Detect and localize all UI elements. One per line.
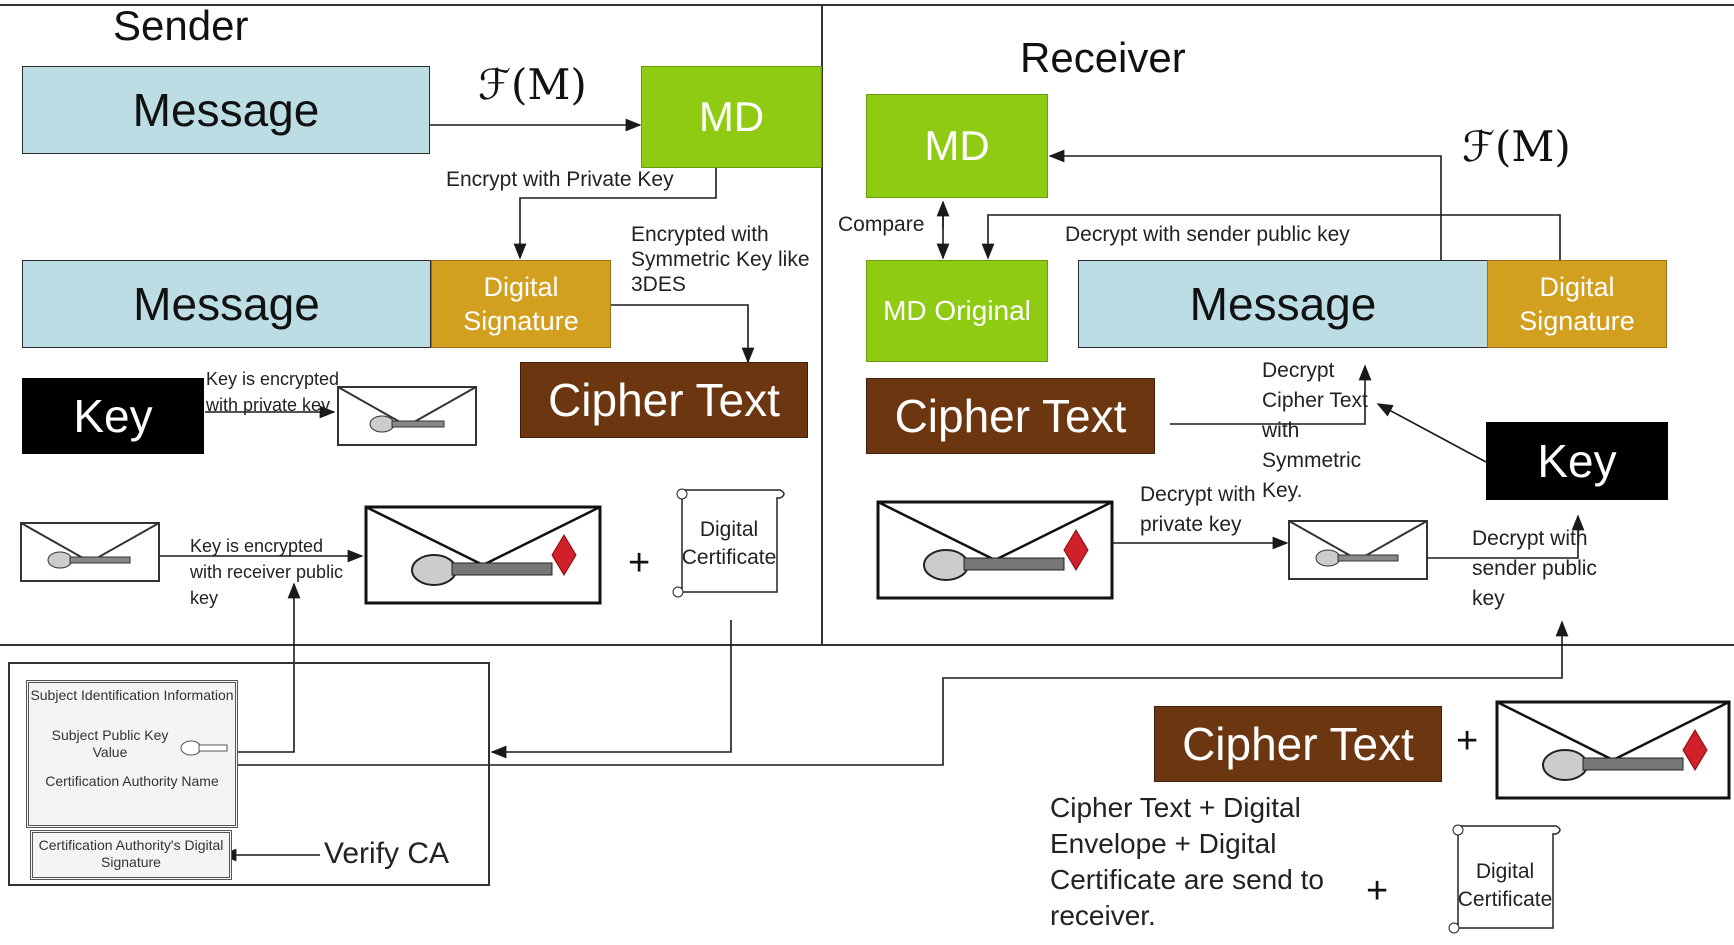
verify-ca-label: Verify CA bbox=[324, 837, 450, 870]
decrypt-private-label: Decrypt with private key bbox=[1140, 483, 1256, 536]
hash-function-icon: ℱ bbox=[1462, 122, 1496, 171]
compare-label: Compare bbox=[838, 213, 925, 236]
receiver-title: Receiver bbox=[1020, 34, 1186, 81]
sender-title: Sender bbox=[113, 2, 249, 49]
decrypt-cipher-label: Decrypt Cipher Text with Symmetric Key. bbox=[1262, 359, 1368, 502]
certificate-panel: Subject Identification Information Subje… bbox=[8, 662, 490, 886]
arrow-signature-to-cipher bbox=[610, 304, 755, 364]
certificate-fields: Subject Identification Information Subje… bbox=[26, 680, 238, 828]
arrow-decrypt-to-md-original bbox=[981, 214, 1561, 262]
bottom-certificate: Digital Certificate bbox=[1446, 818, 1566, 938]
md-original-box: MD Original bbox=[866, 260, 1048, 362]
encrypt-private-label: Encrypt with Private Key bbox=[446, 168, 674, 191]
receiver-hash-label: ℱ(M) bbox=[1462, 122, 1571, 171]
sender-digital-envelope-icon bbox=[364, 505, 602, 605]
ca-name-field: Certification Authority Name bbox=[45, 773, 219, 789]
receiver-message-box: Message bbox=[1078, 260, 1488, 348]
decrypt-sender-public-label-2: Decrypt with sender public key bbox=[1472, 527, 1597, 610]
receiver-signature-box: Digital Signature bbox=[1487, 260, 1667, 348]
sender-envelope-small-icon bbox=[337, 386, 477, 446]
receiver-key-box: Key bbox=[1486, 422, 1668, 500]
bottom-plus-2: + bbox=[1366, 870, 1389, 912]
sender-cipher-box: Cipher Text bbox=[520, 362, 808, 438]
certificate-scroll-icon bbox=[672, 488, 785, 598]
sender-hash-label: ℱ(M) bbox=[478, 60, 587, 109]
public-key-icon bbox=[180, 740, 228, 756]
arrow-hash-to-md bbox=[1048, 149, 1442, 262]
subject-public-key-field: Subject Public Key Value bbox=[51, 727, 169, 760]
key-encrypted-private-label: Key is encrypted with private key bbox=[206, 369, 340, 415]
subject-id-field: Subject Identification Information bbox=[30, 687, 234, 703]
sender-certificate: Digital Certificate bbox=[670, 482, 790, 602]
arrow-envelope-to-key bbox=[1428, 514, 1585, 559]
ca-signature-text: Certification Authority's Digital Signat… bbox=[38, 837, 224, 870]
send-note: Cipher Text + Digital Envelope + Digital… bbox=[1050, 792, 1324, 931]
encrypted-symmetric-label: Encrypted with Symmetric Key like 3DES bbox=[631, 223, 810, 296]
sender-signature-box: Digital Signature bbox=[431, 260, 611, 348]
arrow-key-to-message bbox=[1376, 403, 1487, 463]
arrow-publickey-to-receiver bbox=[215, 620, 1569, 766]
sender-message-box-2: Message bbox=[22, 260, 431, 348]
sender-envelope-icon bbox=[20, 522, 160, 582]
receiver-md-box: MD bbox=[866, 94, 1048, 198]
arrow-certificate-to-ca bbox=[490, 620, 732, 759]
sender-message-box: Message bbox=[22, 66, 430, 154]
decrypt-sender-public-label: Decrypt with sender public key bbox=[1065, 223, 1350, 246]
hash-function-icon: ℱ bbox=[478, 60, 512, 109]
key-encrypted-receiver-label: Key is encrypted with receiver public ke… bbox=[190, 536, 344, 608]
bottom-cipher-box: Cipher Text bbox=[1154, 706, 1442, 782]
ca-signature-field: Certification Authority's Digital Signat… bbox=[30, 830, 232, 880]
sender-key-box: Key bbox=[22, 378, 204, 454]
certificate-scroll-icon bbox=[1448, 824, 1561, 934]
sender-plus: + bbox=[628, 542, 651, 584]
sender-certificate-label: Digital Certificate bbox=[681, 518, 777, 569]
arrow-md-to-signature bbox=[513, 167, 717, 260]
arrow-publickey-to-envelope bbox=[215, 582, 301, 753]
receiver-cipher-box: Cipher Text bbox=[866, 378, 1155, 454]
receiver-envelope-small-icon bbox=[1288, 520, 1428, 580]
sender-md-box: MD bbox=[641, 66, 822, 168]
bottom-plus-1: + bbox=[1456, 720, 1479, 762]
bottom-digital-envelope-icon bbox=[1495, 700, 1731, 800]
arrow-cipher-to-message bbox=[1170, 364, 1372, 425]
receiver-digital-envelope-icon bbox=[876, 500, 1114, 600]
bottom-certificate-label: Digital Certificate bbox=[1457, 860, 1553, 911]
